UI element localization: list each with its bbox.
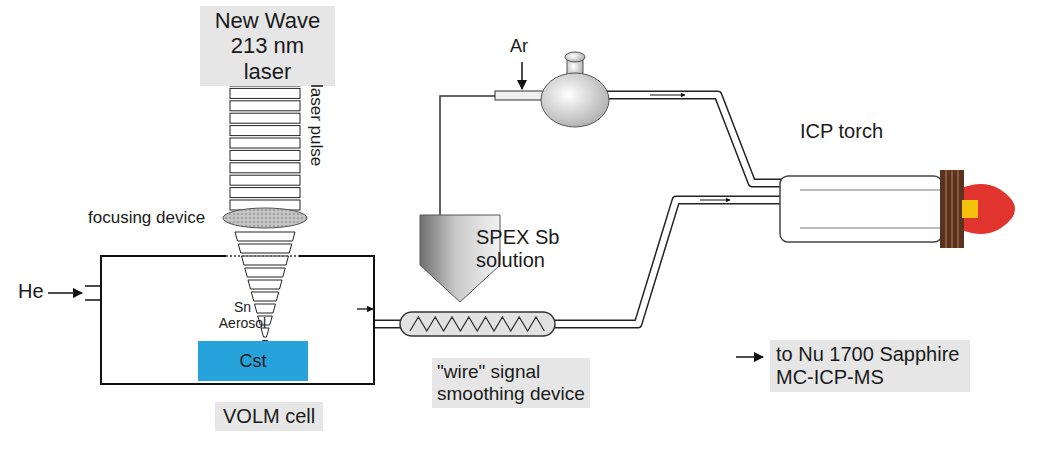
torch-tube (780, 176, 942, 242)
node-text: Cst (240, 351, 267, 372)
torch-label: ICP torch (800, 120, 883, 143)
coil-turn (945, 170, 947, 248)
beam-segment (242, 256, 289, 265)
node-text: Sn Aerosol (215, 299, 270, 331)
chamber-stopper (565, 52, 585, 62)
gas-label: Ar (510, 36, 528, 57)
pulse-bar (230, 163, 300, 173)
node-text: New Wave 213 nm laser (206, 8, 329, 84)
beam-label: laser pulse (306, 84, 326, 166)
instrument-label-box: to Nu 1700 Sapphire MC-ICP-MS (770, 340, 970, 392)
plasma-flame (962, 184, 1015, 234)
smoothing-device (400, 312, 555, 336)
torch-inner-tube (800, 190, 940, 191)
pulse-bar (230, 88, 300, 98)
tube-bore (375, 321, 402, 327)
tube-wall (375, 320, 402, 329)
torch-inner-tube (800, 228, 940, 229)
lens-label: focusing device (88, 208, 205, 228)
beam-segment (255, 304, 276, 313)
solution-label: SPEX Sb solution (476, 226, 572, 272)
pulse-bar (230, 101, 300, 111)
nebulizer (495, 91, 545, 100)
volm-cell: Sn AerosolCst (100, 255, 375, 385)
pulse-bar (230, 138, 300, 148)
flow-arrow (48, 292, 82, 294)
plasma-core (962, 200, 978, 218)
node-text: "wire" signal smoothing device (437, 361, 585, 405)
pulse-bar (230, 175, 300, 185)
gas-arrow (521, 62, 523, 89)
beam-segment (245, 268, 286, 277)
beam-segment (251, 292, 279, 301)
uptake-line (440, 96, 496, 215)
beam-segment (248, 280, 282, 289)
tube-wall (553, 200, 786, 324)
load-coil (940, 170, 964, 248)
flow-arrow (357, 308, 373, 309)
beam-segment (238, 244, 292, 253)
tube-bore (606, 95, 786, 183)
coil-turn (951, 170, 953, 248)
output-arrow (736, 356, 763, 358)
smoother-label-box: "wire" signal smoothing device (432, 358, 590, 408)
gas-label: He (18, 280, 44, 303)
cst-sample: Cst (198, 341, 308, 381)
pulse-bar (230, 188, 300, 198)
beam-segment (235, 232, 295, 241)
pulse-bar (230, 150, 300, 160)
laser-pulse-stack (230, 76, 300, 210)
inlet-tube (85, 285, 100, 287)
cell-wall (101, 256, 374, 384)
spray-chamber (541, 73, 609, 127)
coil-turn (957, 170, 959, 248)
inlet-tube (85, 299, 100, 301)
flow-arrow (650, 95, 685, 96)
wire-coil (410, 317, 544, 331)
tube-wall (606, 95, 786, 183)
node-text: to Nu 1700 Sapphire MC-ICP-MS (776, 343, 964, 389)
pulse-bar (230, 113, 300, 123)
flow-arrow (700, 200, 730, 201)
laser-label-box: New Wave 213 nm laser (200, 6, 335, 86)
focusing-lens (223, 208, 307, 228)
tube-bore (553, 200, 786, 324)
cell-window (226, 255, 299, 257)
pulse-bar (230, 126, 300, 136)
cell-label-box: VOLM cell (215, 402, 323, 431)
node-text: VOLM cell (223, 405, 315, 428)
